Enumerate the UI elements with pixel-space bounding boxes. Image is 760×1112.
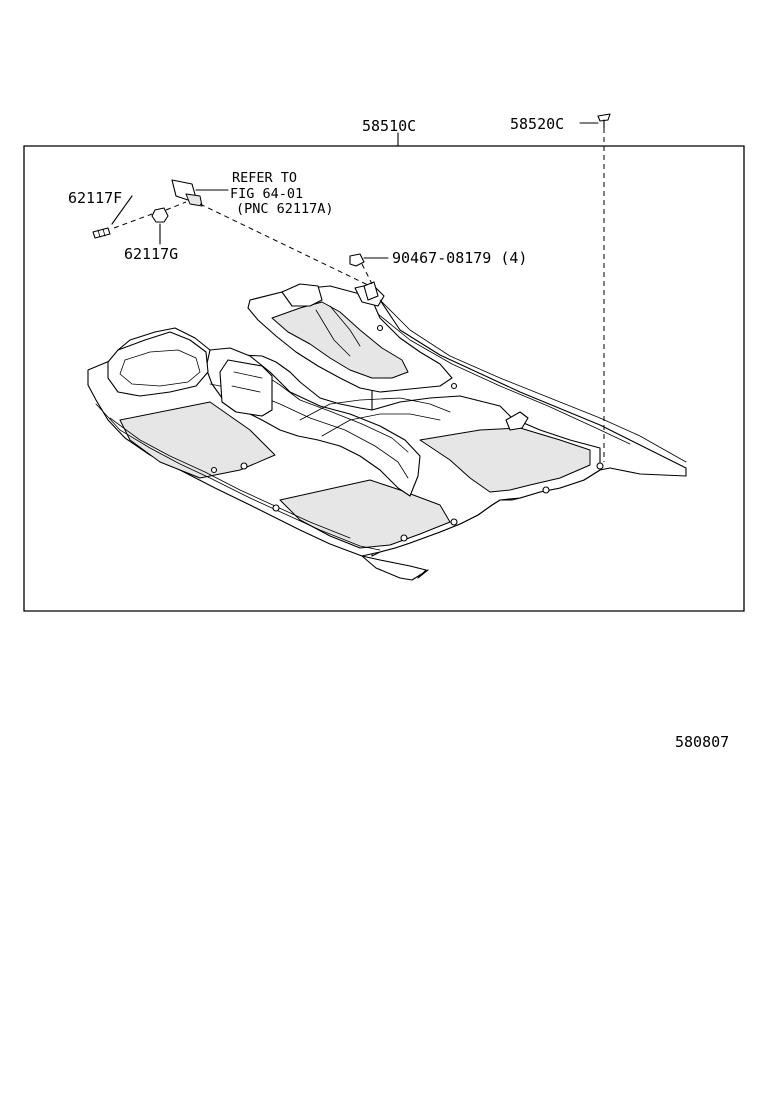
assembly-leader bbox=[113, 213, 153, 229]
assembly-leader bbox=[165, 201, 187, 211]
nut-part-icon bbox=[151, 207, 169, 245]
assembly-leader bbox=[199, 203, 371, 287]
bolt-part-label: 62117F bbox=[68, 189, 122, 207]
reference-line-2: FIG 64-01 bbox=[230, 186, 303, 202]
reference-line-1: REFER TO bbox=[232, 170, 297, 186]
clip-part-label: 90467-08179 (4) bbox=[392, 249, 527, 267]
bolt-part-icon bbox=[92, 195, 133, 239]
reference-line-3: (PNC 62117A) bbox=[236, 201, 334, 217]
bracket-part-icon bbox=[171, 179, 229, 207]
clip-part-icon bbox=[349, 253, 389, 267]
figure-number: 580807 bbox=[675, 733, 729, 751]
diagram-frame bbox=[23, 145, 745, 612]
nut-part-label: 62117G bbox=[124, 245, 178, 263]
plug-part-icon bbox=[579, 113, 611, 129]
floor-carpet bbox=[87, 281, 687, 581]
main-part-label: 58510C bbox=[362, 117, 416, 135]
plug-part-label: 58520C bbox=[510, 115, 564, 133]
assembly-leader bbox=[361, 263, 373, 285]
